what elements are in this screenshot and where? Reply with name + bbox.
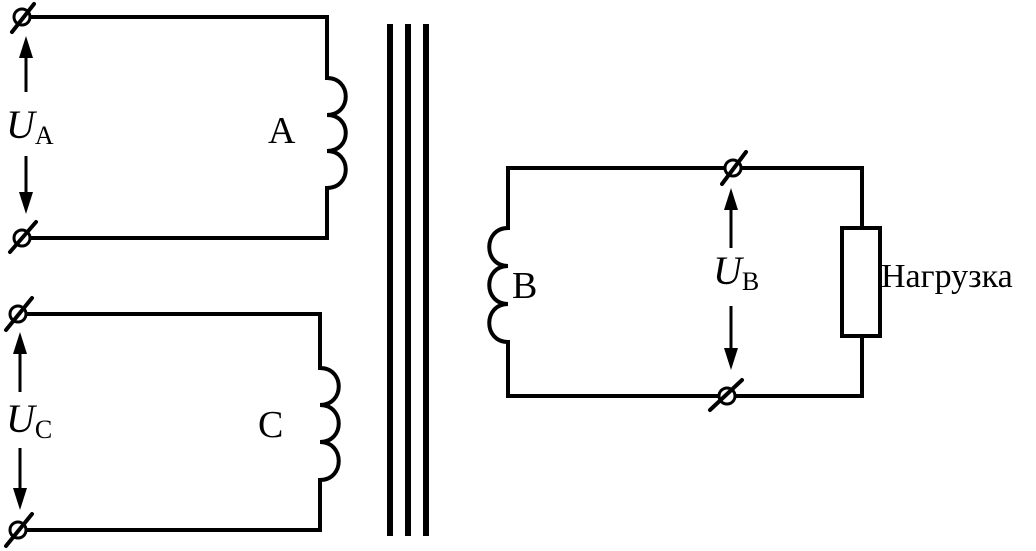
circuit-b-wires	[506, 166, 864, 398]
winding-c-label: C	[258, 404, 283, 446]
voltage-label-b: UB	[713, 248, 759, 296]
voltage-label-c: UC	[6, 396, 52, 444]
circuit-a-wires	[20, 15, 329, 240]
voltage-arrow-a	[19, 36, 33, 214]
winding-a-label: A	[268, 110, 296, 152]
circuit-c: C UC	[4, 296, 341, 548]
coil-b	[487, 226, 510, 344]
circuit-c-wires	[16, 312, 322, 532]
circuit-a: A UA	[6, 2, 348, 254]
load-resistor	[840, 226, 882, 338]
load-label: Нагрузка	[881, 258, 1013, 295]
coil-a	[325, 76, 348, 190]
terminal-c-bottom	[4, 512, 34, 548]
voltage-arrow-c	[13, 332, 27, 510]
circuit-b: B Нагрузка UB	[487, 150, 1013, 412]
coil-c	[318, 366, 341, 482]
terminal-a-top	[10, 2, 36, 34]
terminal-b-bottom	[708, 378, 744, 412]
terminal-c-top	[4, 296, 34, 332]
winding-b-label: B	[512, 265, 537, 307]
voltage-arrow-b	[724, 188, 738, 370]
voltage-label-a: UA	[6, 102, 54, 150]
terminal-a-bottom	[8, 220, 38, 254]
terminal-b-top	[720, 150, 748, 186]
transformer-core	[387, 24, 429, 536]
